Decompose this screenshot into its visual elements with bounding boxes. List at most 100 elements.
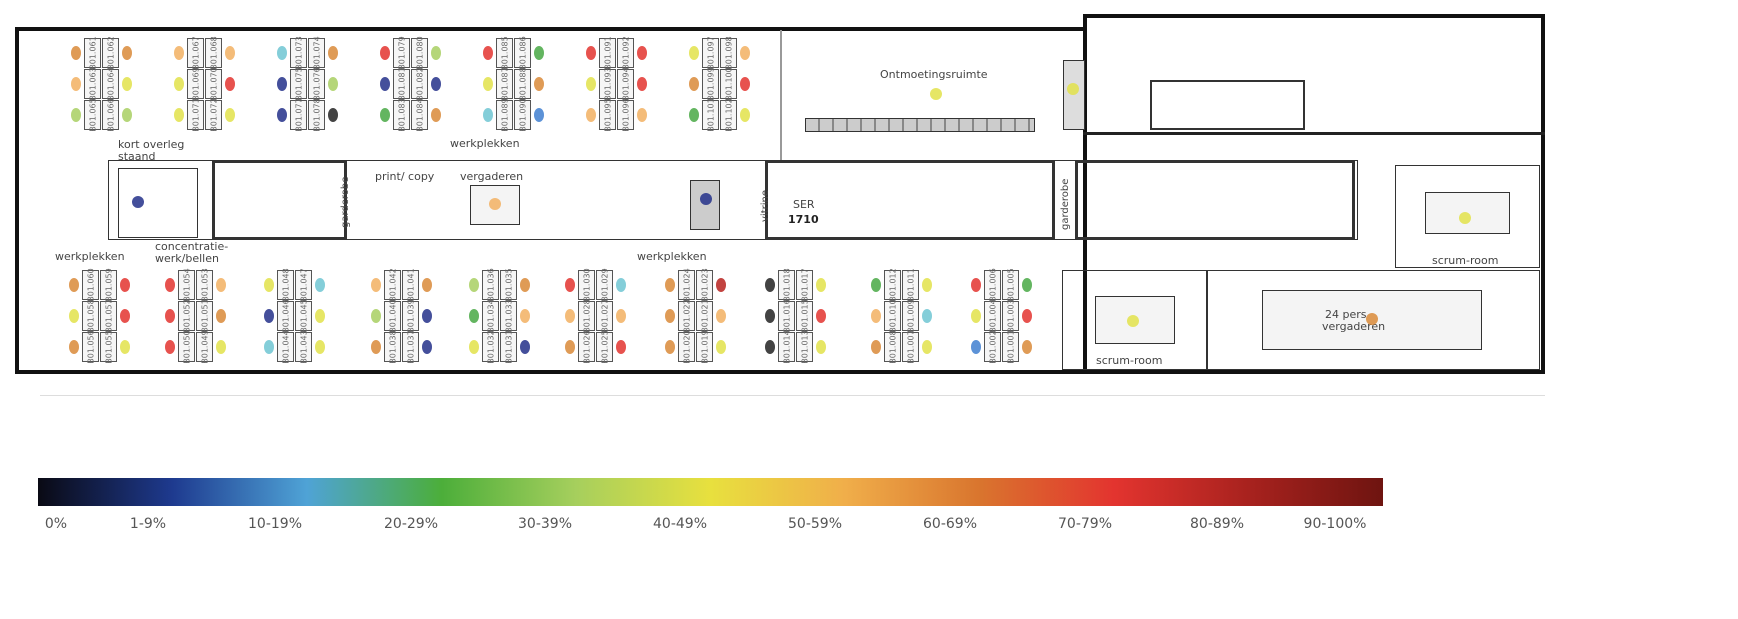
chair-occupancy-marker[interactable] (165, 340, 175, 354)
desk[interactable]: B01.095 (599, 98, 616, 132)
desk[interactable]: B01.038 (384, 330, 401, 364)
desk[interactable]: B01.077 (290, 98, 307, 132)
chair-occupancy-marker[interactable] (740, 77, 750, 91)
desk[interactable]: B01.080 (411, 36, 428, 70)
desk[interactable]: B01.006 (984, 268, 1001, 302)
desk[interactable]: B01.044 (277, 330, 294, 364)
chair-occupancy-marker[interactable] (816, 340, 826, 354)
chair-occupancy-marker[interactable] (328, 108, 338, 122)
desk[interactable]: B01.026 (578, 330, 595, 364)
desk[interactable]: B01.076 (308, 67, 325, 101)
desk[interactable]: B01.093 (599, 67, 616, 101)
desk[interactable]: B01.046 (277, 299, 294, 333)
desk[interactable]: B01.024 (678, 268, 695, 302)
desk[interactable]: B01.041 (402, 268, 419, 302)
chair-occupancy-marker[interactable] (665, 340, 675, 354)
desk[interactable]: B01.013 (796, 330, 813, 364)
chair-occupancy-marker[interactable] (922, 340, 932, 354)
desk[interactable]: B01.090 (514, 98, 531, 132)
chair-occupancy-marker[interactable] (1022, 309, 1032, 323)
chair-occupancy-marker[interactable] (165, 309, 175, 323)
desk[interactable]: B01.033 (500, 299, 517, 333)
chair-occupancy-marker[interactable] (716, 278, 726, 292)
desk[interactable]: B01.098 (720, 36, 737, 70)
desk[interactable]: B01.087 (496, 67, 513, 101)
chair-occupancy-marker[interactable] (174, 108, 184, 122)
chair-occupancy-marker[interactable] (371, 340, 381, 354)
chair-occupancy-marker[interactable] (565, 309, 575, 323)
chair-occupancy-marker[interactable] (637, 108, 647, 122)
chair-occupancy-marker[interactable] (871, 309, 881, 323)
chair-occupancy-marker[interactable] (1022, 278, 1032, 292)
chair-occupancy-marker[interactable] (637, 46, 647, 60)
desk[interactable]: B01.023 (696, 268, 713, 302)
desk[interactable]: B01.049 (196, 330, 213, 364)
desk[interactable]: B01.070 (205, 67, 222, 101)
chair-occupancy-marker[interactable] (520, 309, 530, 323)
desk[interactable]: B01.074 (308, 36, 325, 70)
desk[interactable]: B01.059 (100, 268, 117, 302)
desk[interactable]: B01.015 (796, 299, 813, 333)
chair-occupancy-marker[interactable] (483, 108, 493, 122)
desk[interactable]: B01.009 (902, 299, 919, 333)
desk[interactable]: B01.028 (578, 299, 595, 333)
chair-occupancy-marker[interactable] (971, 340, 981, 354)
desk[interactable]: B01.020 (678, 330, 695, 364)
chair-occupancy-marker[interactable] (431, 108, 441, 122)
desk[interactable]: B01.069 (187, 67, 204, 101)
desk[interactable]: B01.066 (102, 98, 119, 132)
desk[interactable]: B01.081 (393, 67, 410, 101)
chair-occupancy-marker[interactable] (971, 278, 981, 292)
desk[interactable]: B01.053 (196, 268, 213, 302)
chair-occupancy-marker[interactable] (380, 46, 390, 60)
chair-occupancy-marker[interactable] (225, 46, 235, 60)
desk[interactable]: B01.047 (295, 268, 312, 302)
desk[interactable]: B01.061 (84, 36, 101, 70)
chair-occupancy-marker[interactable] (225, 108, 235, 122)
chair-occupancy-marker[interactable] (122, 46, 132, 60)
chair-occupancy-marker[interactable] (69, 278, 79, 292)
chair-occupancy-marker[interactable] (431, 46, 441, 60)
desk[interactable]: B01.052 (178, 299, 195, 333)
desk[interactable]: B01.019 (696, 330, 713, 364)
chair-occupancy-marker[interactable] (871, 340, 881, 354)
chair-occupancy-marker[interactable] (264, 278, 274, 292)
desk[interactable]: B01.054 (178, 268, 195, 302)
chair-occupancy-marker[interactable] (534, 108, 544, 122)
chair-occupancy-marker[interactable] (174, 77, 184, 91)
chair-occupancy-marker[interactable] (69, 340, 79, 354)
chair-occupancy-marker[interactable] (616, 340, 626, 354)
desk[interactable]: B01.058 (82, 299, 99, 333)
chair-occupancy-marker[interactable] (716, 340, 726, 354)
chair-occupancy-marker[interactable] (469, 278, 479, 292)
chair-occupancy-marker[interactable] (315, 309, 325, 323)
desk[interactable]: B01.010 (884, 299, 901, 333)
chair-occupancy-marker[interactable] (120, 309, 130, 323)
chair-occupancy-marker[interactable] (328, 77, 338, 91)
desk[interactable]: B01.097 (702, 36, 719, 70)
desk[interactable]: B01.085 (496, 36, 513, 70)
desk[interactable]: B01.068 (205, 36, 222, 70)
desk[interactable]: B01.056 (82, 330, 99, 364)
chair-occupancy-marker[interactable] (469, 340, 479, 354)
chair-occupancy-marker[interactable] (328, 46, 338, 60)
chair-occupancy-marker[interactable] (534, 46, 544, 60)
desk[interactable]: B01.018 (778, 268, 795, 302)
chair-occupancy-marker[interactable] (765, 340, 775, 354)
chair-occupancy-marker[interactable] (216, 340, 226, 354)
desk[interactable]: B01.030 (578, 268, 595, 302)
desk[interactable]: B01.091 (599, 36, 616, 70)
chair-occupancy-marker[interactable] (483, 77, 493, 91)
chair-occupancy-marker[interactable] (122, 108, 132, 122)
chair-occupancy-marker[interactable] (765, 278, 775, 292)
desk[interactable]: B01.035 (500, 268, 517, 302)
desk[interactable]: B01.063 (84, 67, 101, 101)
chair-occupancy-marker[interactable] (277, 77, 287, 91)
chair-occupancy-marker[interactable] (264, 309, 274, 323)
desk[interactable]: B01.099 (702, 67, 719, 101)
chair-occupancy-marker[interactable] (431, 77, 441, 91)
chair-occupancy-marker[interactable] (422, 278, 432, 292)
desk[interactable]: B01.029 (596, 268, 613, 302)
desk[interactable]: B01.079 (393, 36, 410, 70)
chair-occupancy-marker[interactable] (586, 108, 596, 122)
